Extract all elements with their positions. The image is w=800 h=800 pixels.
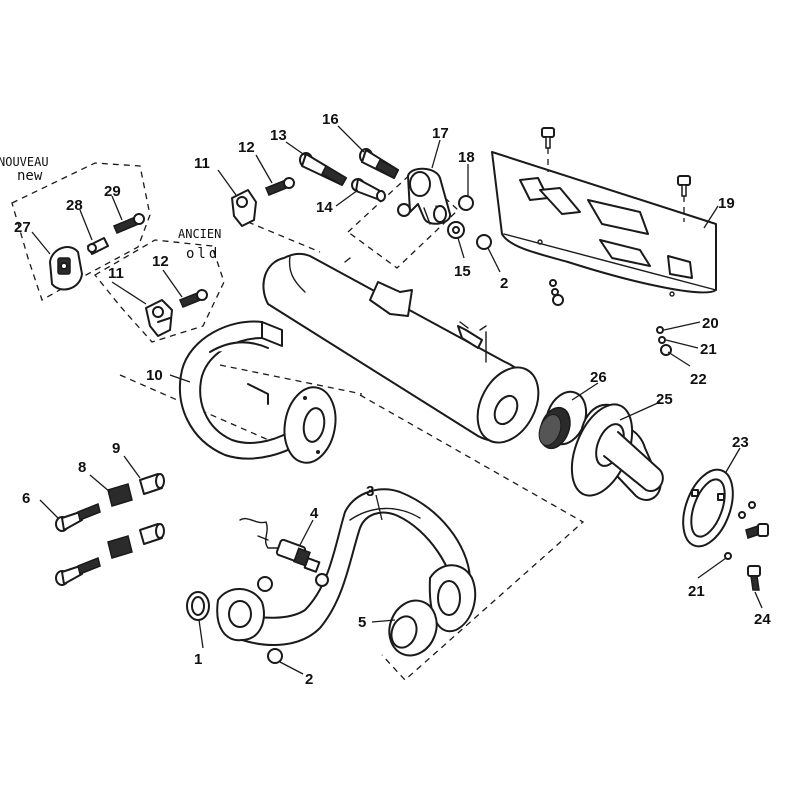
nut-upper-on-pipe [257, 576, 273, 592]
pin-part-14 [351, 178, 386, 202]
callout-21-lower: 21 [688, 583, 705, 600]
bolt-part-13 [299, 152, 348, 187]
bolt-part-16 [359, 148, 399, 180]
nut-part-2-upper [476, 234, 492, 250]
spacer-part-9-upper [139, 473, 165, 495]
washer-part-20 [656, 326, 664, 334]
washer-end-cap-upper [748, 501, 756, 509]
callout-14: 14 [316, 199, 333, 216]
washer-part-21-lower [724, 552, 732, 560]
callout-15: 15 [454, 263, 471, 280]
callout-19: 19 [718, 195, 735, 212]
washer-part-21 [658, 336, 666, 344]
mount-part-27 [49, 246, 83, 291]
callout-9: 9 [112, 440, 120, 457]
exhaust-pipe-part-3 [216, 488, 477, 646]
end-cap-part-23 [682, 468, 734, 548]
callout-2-lower: 2 [305, 671, 313, 688]
callout-11-upper: 11 [194, 155, 210, 172]
callout-26: 26 [590, 369, 607, 386]
muffler-part-10 [178, 252, 540, 464]
callout-12-upper: 12 [238, 139, 255, 156]
bolt-part-24 [747, 565, 761, 591]
callout-5: 5 [358, 614, 366, 631]
mount-part-11 [231, 189, 257, 227]
callout-11-old: 11 [108, 265, 124, 282]
pin-part-28 [87, 237, 109, 255]
tail-pipe-part-25 [570, 403, 664, 501]
callout-25: 25 [656, 391, 673, 408]
washer-part-15 [447, 221, 465, 239]
bushing-part-8-upper [107, 483, 133, 507]
note-new-en: new [17, 168, 43, 184]
pipe-assembly-outline [359, 394, 585, 681]
mount-part-11-old [145, 299, 173, 337]
note-old-fr: ANCIEN [178, 227, 221, 241]
shield-screw-upper [541, 127, 555, 172]
shield-hardware-stack [549, 279, 564, 306]
assembly-line-muffler-to-pipe [219, 364, 363, 395]
bolt-part-12-old [179, 289, 208, 308]
leader-lines [31, 125, 763, 675]
old-parts-group-outline [94, 239, 225, 343]
shield-screw-middle [677, 175, 691, 222]
spacer-part-9-lower [139, 523, 165, 545]
heat-shield-part-19 [491, 151, 717, 297]
bolt-part-6-lower [55, 556, 101, 586]
callout-16: 16 [322, 111, 339, 128]
note-new-fr: NOUVEAU [0, 155, 49, 169]
callout-28: 28 [66, 197, 83, 214]
callout-17: 17 [432, 125, 449, 142]
bracket-group-outline [346, 169, 459, 269]
callout-27: 27 [14, 219, 31, 236]
sensor-part-4 [239, 517, 321, 573]
note-old-en: old [186, 246, 220, 262]
callout-2-upper: 2 [500, 275, 508, 292]
callout-4: 4 [310, 505, 319, 522]
bracket-part-17 [407, 167, 451, 225]
bolt-part-29 [113, 213, 145, 234]
bolt-part-6-upper [55, 502, 101, 532]
callout-24: 24 [754, 611, 771, 628]
callout-12-old: 12 [152, 253, 169, 270]
callout-10: 10 [146, 367, 163, 384]
callout-8: 8 [78, 459, 86, 476]
callout-1: 1 [194, 651, 202, 668]
nut-part-18 [458, 195, 474, 211]
callout-22: 22 [690, 371, 707, 388]
nut-sensor-side [315, 573, 329, 587]
callout-6: 6 [22, 490, 30, 507]
callout-29: 29 [104, 183, 121, 200]
spark-arrestor-part-26 [538, 390, 588, 450]
bolt-part-12 [265, 177, 295, 196]
callout-21-upper: 21 [700, 341, 717, 358]
gasket-part-1 [186, 591, 210, 621]
callout-23: 23 [732, 434, 749, 451]
nut-part-2-lower [267, 648, 283, 664]
assembly-line-bracket [247, 221, 321, 253]
callout-20: 20 [702, 315, 719, 332]
callout-3: 3 [366, 483, 374, 500]
washer-end-cap-side [738, 511, 746, 519]
washer-bracket-left [397, 203, 411, 217]
callout-13: 13 [270, 127, 287, 144]
callout-18: 18 [458, 149, 475, 166]
bushing-part-8-lower [107, 535, 133, 559]
new-parts-group-outline [11, 162, 151, 301]
bolt-end-cap-upper [745, 523, 769, 539]
